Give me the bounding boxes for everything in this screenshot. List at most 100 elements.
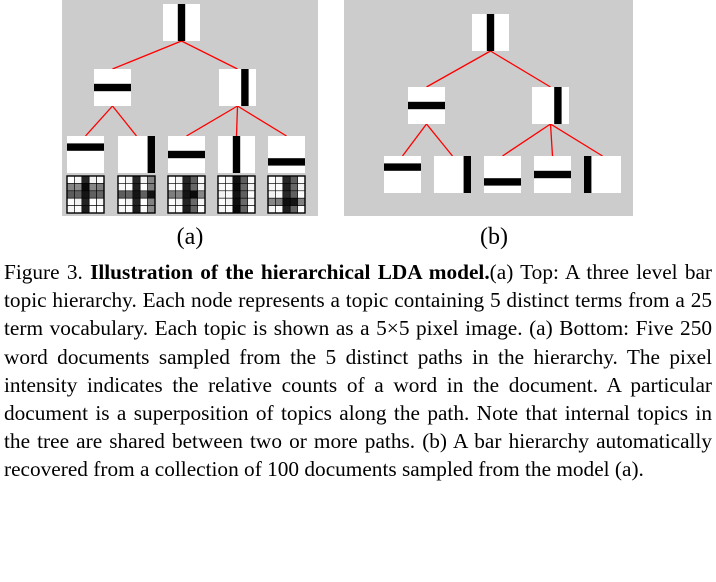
panel-a-document-1-pixel: [132, 190, 141, 199]
panel-b-level2-topic-1: [532, 87, 569, 124]
panel-a-document-2-pixel: [189, 190, 198, 199]
panel-a-document-2-border: [167, 175, 206, 214]
panel-a-document-2-pixel: [182, 190, 191, 199]
panel-a-document-3-pixel: [217, 175, 226, 184]
panel-a-document-1-pixel: [139, 197, 148, 206]
panel-b-edge-leaf-4: [550, 123, 603, 157]
panel-a-document-2-pixel: [189, 197, 198, 206]
panel-a-document-2-pixel: [182, 183, 191, 192]
panel-a-document-4-pixel: [282, 190, 291, 199]
panel-a-level3-topic-4-bar: [268, 158, 305, 166]
panel-a-document-1-pixel: [132, 175, 141, 184]
panel-a-document-0-pixel: [88, 205, 97, 214]
panel-a-document-3-pixel: [232, 190, 241, 199]
panel-a-document-2-pixel: [175, 197, 184, 206]
panel-a-document-2-pixel: [197, 205, 206, 214]
panel-a-document-1: [117, 175, 156, 214]
panel-b-recovered-hierarchy: [344, 0, 633, 216]
panel-a-document-1-pixel: [117, 183, 126, 192]
panel-a-document-3-pixel: [225, 183, 234, 192]
panel-b-level3-topic-2-bar: [484, 178, 521, 186]
panel-a-document-1-pixel: [132, 183, 141, 192]
panel-a-document-4-pixel: [289, 205, 298, 214]
panel-a-document-2-pixel: [167, 175, 176, 184]
panel-b-level3-topic-2: [484, 156, 521, 193]
panel-a-document-2-pixel: [167, 190, 176, 199]
panel-a-document-4-pixel: [297, 197, 306, 206]
panel-a-edge-leaf-1: [111, 105, 138, 137]
panel-b-level2-topic-1-background: [532, 87, 569, 124]
panel-a-document-1-pixel: [125, 175, 134, 184]
panel-a-document-2-pixel: [197, 183, 206, 192]
panel-a-document-0-pixel: [96, 175, 105, 184]
panel-a-document-1-pixel: [147, 175, 156, 184]
panel-a-document-2-pixel: [189, 175, 198, 184]
panel-b-level3-topic-1-bar: [463, 156, 471, 193]
panel-a-document-1-pixel: [139, 175, 148, 184]
panel-a-document-0-pixel: [74, 197, 83, 206]
panel-a-document-3-pixel: [247, 205, 256, 214]
panel-a-document-3-pixel: [232, 197, 241, 206]
panel-b-level3-topic-4-bar: [584, 156, 592, 193]
panel-a-document-4-pixel: [267, 205, 276, 214]
panel-a-document-3-pixel: [247, 175, 256, 184]
panel-a-document-4-border: [267, 175, 306, 214]
panel-a-document-1-pixel: [125, 183, 134, 192]
panel-b-level3-topic-3: [534, 156, 571, 193]
panel-a-document-1-pixel: [132, 205, 141, 214]
panel-b-root-topic: [472, 14, 509, 51]
panel-a-document-0-pixel: [96, 190, 105, 199]
panel-a-level3-topic-1-bar: [147, 136, 155, 173]
panel-a-document-3-pixel: [225, 205, 234, 214]
panel-a-document-2-pixel: [197, 175, 206, 184]
panel-a-root-topic: [163, 4, 200, 41]
panel-a-document-3-pixel: [217, 183, 226, 192]
panel-a-document-4-pixel: [275, 175, 284, 184]
panel-a-level3-topic-0-background: [67, 136, 104, 173]
panel-a-document-4-pixel: [282, 183, 291, 192]
panel-a-document-0-pixel: [96, 197, 105, 206]
panel-a-document-0-pixel: [81, 175, 90, 184]
panel-a-document-4-pixel: [275, 183, 284, 192]
panel-a-level2-topic-0-bar: [94, 83, 131, 92]
panel-a-document-4-pixel: [297, 190, 306, 199]
panel-b-edge-root-0: [426, 50, 491, 88]
panel-a-level3-topic-3: [218, 136, 255, 173]
panel-a-document-0-border: [66, 175, 105, 214]
panel-a-document-1-pixel: [125, 197, 134, 206]
panel-a-document-0-pixel: [66, 183, 75, 192]
panel-a-document-4-pixel: [289, 197, 298, 206]
panel-a-level3-topic-0: [67, 136, 104, 173]
panel-a-document-1-pixel: [147, 183, 156, 192]
panel-b-level3-topic-4: [584, 156, 621, 193]
panel-a-document-0-pixel: [74, 190, 83, 199]
panel-a-document-0-pixel: [74, 175, 83, 184]
panel-b-level3-topic-3-bar: [534, 170, 571, 179]
panel-b-level2-topic-0: [408, 87, 445, 124]
panel-a-edge-leaf-4: [237, 105, 287, 137]
panel-a-document-2-pixel: [182, 197, 191, 206]
panel-a-document-1-pixel: [139, 205, 148, 214]
panel-a-document-2-pixel: [175, 175, 184, 184]
panel-a-document-1-pixel: [117, 205, 126, 214]
panel-a-document-3-pixel: [225, 197, 234, 206]
panel-a-document-0-pixel: [96, 183, 105, 192]
panel-a-edge-leaf-2: [186, 105, 238, 137]
panel-a-document-2-pixel: [189, 205, 198, 214]
panel-a-document-4: [267, 175, 306, 214]
panel-a-level3-topic-0-bar: [67, 143, 104, 151]
panel-a-document-3-pixel: [232, 183, 241, 192]
panel-a-document-1-pixel: [117, 190, 126, 199]
panel-b-svg: [344, 0, 633, 216]
panel-a-document-0-pixel: [88, 197, 97, 206]
panel-a-document-0: [66, 175, 105, 214]
subfigure-label-a: (a): [176, 224, 204, 250]
panel-a-document-3-border: [217, 175, 256, 214]
panel-b-level2-topic-1-bar: [554, 87, 562, 124]
panel-a-document-3-pixel: [247, 183, 256, 192]
panel-a-document-0-pixel: [81, 197, 90, 206]
panel-a-document-2-pixel: [167, 197, 176, 206]
panel-a-edge-leaf-3: [235, 105, 239, 137]
panel-b-level3-topic-2-background: [484, 156, 521, 193]
panel-a-document-4-pixel: [289, 190, 298, 199]
